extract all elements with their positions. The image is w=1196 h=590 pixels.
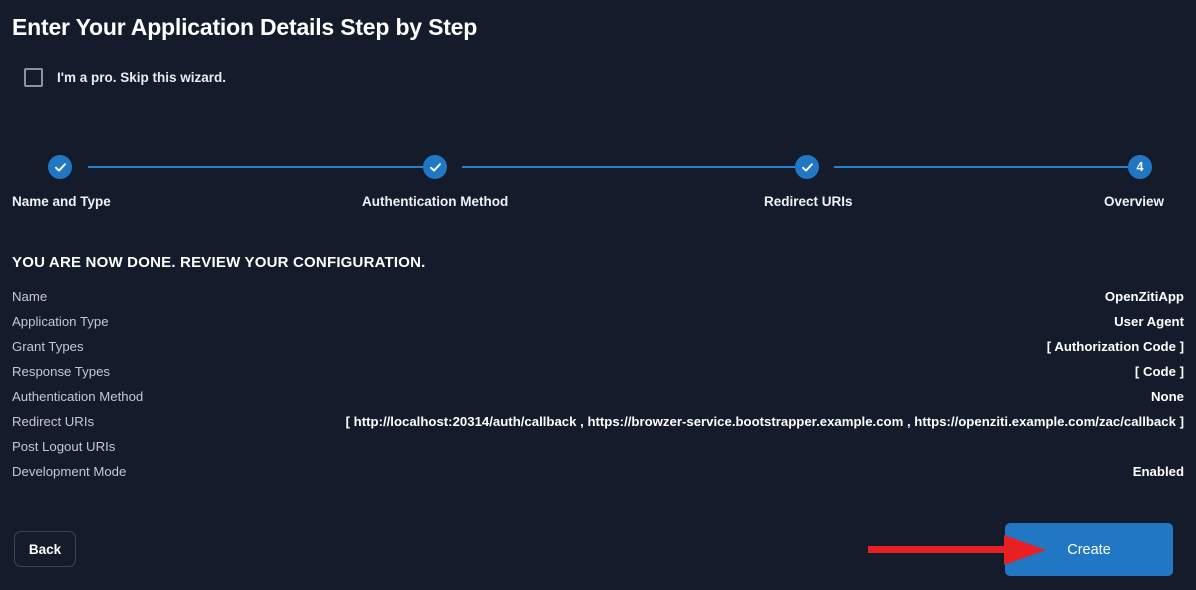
summary-key: Authentication Method [12,389,144,404]
review-heading: YOU ARE NOW DONE. REVIEW YOUR CONFIGURAT… [12,254,426,271]
summary-row-development-mode: Development Mode Enabled [12,464,1184,489]
summary-row-post-logout-uris: Post Logout URIs [12,439,1184,464]
stepper-node-authentication-method[interactable] [423,155,447,179]
stepper-label-name-and-type: Name and Type [12,194,111,209]
page-title: Enter Your Application Details Step by S… [12,14,478,40]
summary-value: [ Authorization Code ] [1046,339,1184,354]
stepper-label-overview: Overview [1104,194,1165,209]
stepper-label-redirect-uris: Redirect URIs [764,194,853,209]
summary-value: [ http://localhost:20314/auth/callback ,… [345,414,1184,429]
summary-row-response-types: Response Types [ Code ] [12,364,1184,389]
summary-value: Enabled [1132,464,1184,479]
stepper-node-name-and-type[interactable] [48,155,72,179]
summary-row-name: Name OpenZitiApp [12,289,1184,314]
summary-key: Name [12,289,48,304]
skip-wizard-row: I'm a pro. Skip this wizard. [24,68,226,87]
summary-key: Post Logout URIs [12,439,116,454]
stepper-connector-1 [88,166,430,168]
stepper-track: 4 [12,150,1184,184]
summary-key: Redirect URIs [12,414,95,429]
back-button[interactable]: Back [14,531,76,567]
summary-value: [ Code ] [1134,364,1184,379]
skip-wizard-label: I'm a pro. Skip this wizard. [57,70,226,85]
create-button[interactable]: Create [1005,523,1173,576]
stepper-connector-3 [834,166,1128,168]
wizard-stepper: 4 Name and Type Authentication Method Re… [12,150,1184,220]
stepper-node-overview[interactable]: 4 [1128,155,1152,179]
stepper-connector-2 [462,166,802,168]
summary-key: Response Types [12,364,110,379]
summary-key: Application Type [12,314,109,329]
summary-value: User Agent [1114,314,1184,329]
stepper-node-overview-number: 4 [1136,159,1144,174]
summary-key: Development Mode [12,464,127,479]
skip-wizard-checkbox[interactable] [24,68,43,87]
summary-row-authentication-method: Authentication Method None [12,389,1184,414]
check-icon [801,162,813,172]
summary-row-redirect-uris: Redirect URIs [ http://localhost:20314/a… [12,414,1184,439]
summary-value: None [1151,389,1184,404]
stepper-node-redirect-uris[interactable] [795,155,819,179]
summary-value: OpenZitiApp [1104,289,1184,304]
summary-key: Grant Types [12,339,84,354]
check-icon [429,162,441,172]
configuration-summary: Name OpenZitiApp Application Type User A… [12,289,1184,489]
check-icon [54,162,66,172]
summary-row-grant-types: Grant Types [ Authorization Code ] [12,339,1184,364]
summary-row-application-type: Application Type User Agent [12,314,1184,339]
stepper-label-authentication-method: Authentication Method [362,194,509,209]
